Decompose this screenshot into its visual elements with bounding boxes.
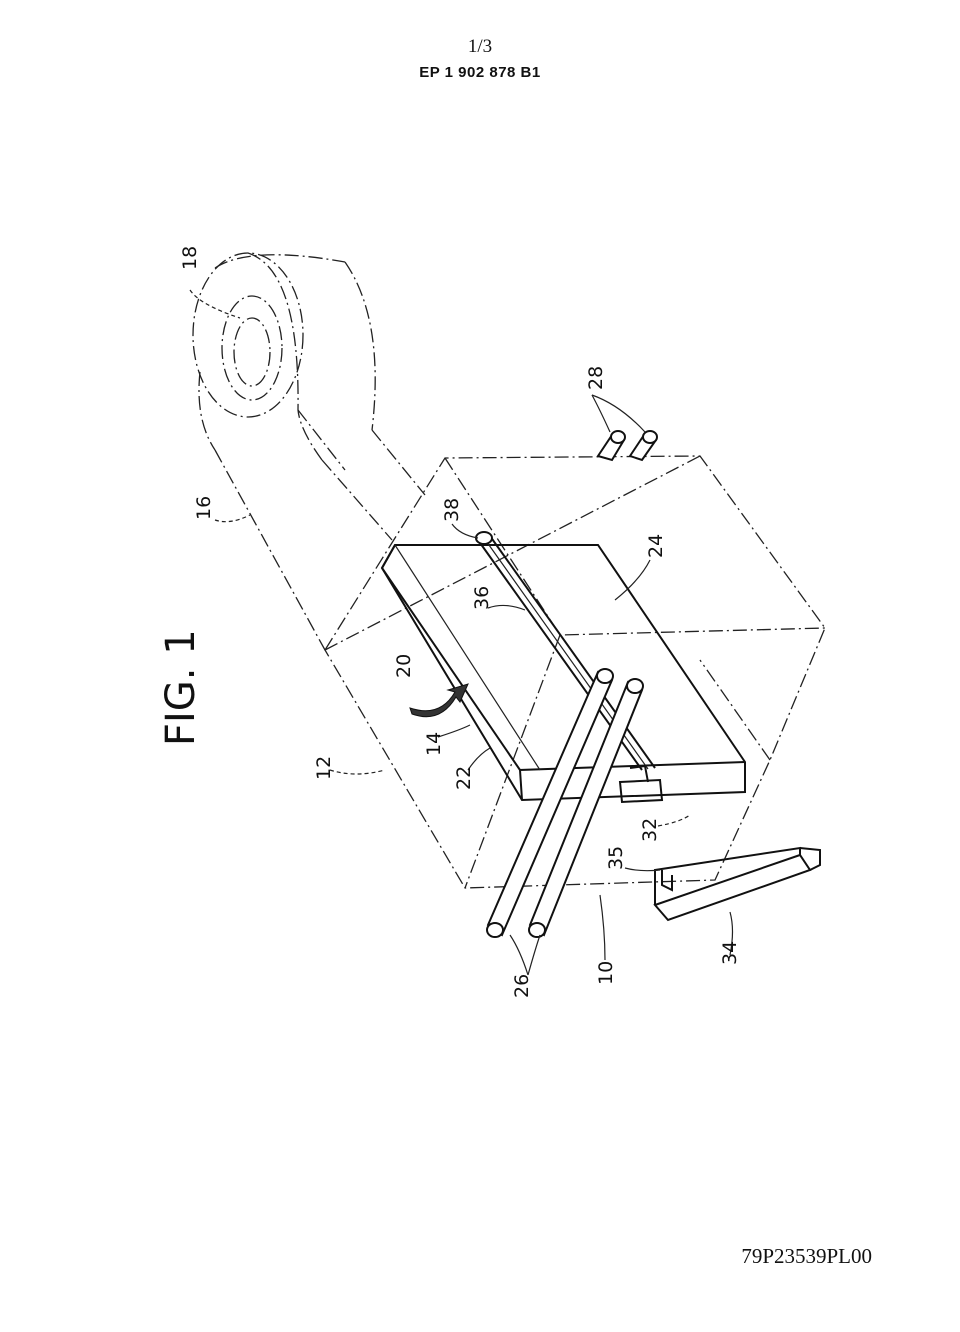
inner-tray [380,544,746,802]
ref-28: 28 [585,366,607,390]
figure-title: FIG. 1 [158,629,204,746]
ref-38: 38 [441,498,463,522]
reel-outline [192,252,376,461]
clip-block [618,764,664,804]
tubes-26 [486,668,644,938]
ref-22: 22 [453,766,475,790]
ref-12: 12 [313,756,335,780]
page-number: 1/3 [467,36,493,57]
patent-number: EP 1 902 878 B1 [419,64,541,81]
ref-34: 34 [719,941,741,965]
ref-35: 35 [605,846,627,870]
tubes-28 [596,430,658,462]
ref-16: 16 [193,496,215,520]
ref-18: 18 [179,246,201,270]
ref-26: 26 [511,974,533,998]
ref-24: 24 [645,534,667,558]
ref-36: 36 [471,586,493,610]
arrow-20 [409,683,469,718]
ref-14: 14 [423,732,445,756]
leader-lines [189,289,734,976]
part-34 [653,846,821,922]
ref-20: 20 [393,654,415,678]
document-reference: 79P23539PL00 [741,1244,872,1268]
ref-32: 32 [639,818,661,842]
ref-10: 10 [595,961,617,985]
rail-36 [475,531,656,771]
web-arm [214,409,426,651]
